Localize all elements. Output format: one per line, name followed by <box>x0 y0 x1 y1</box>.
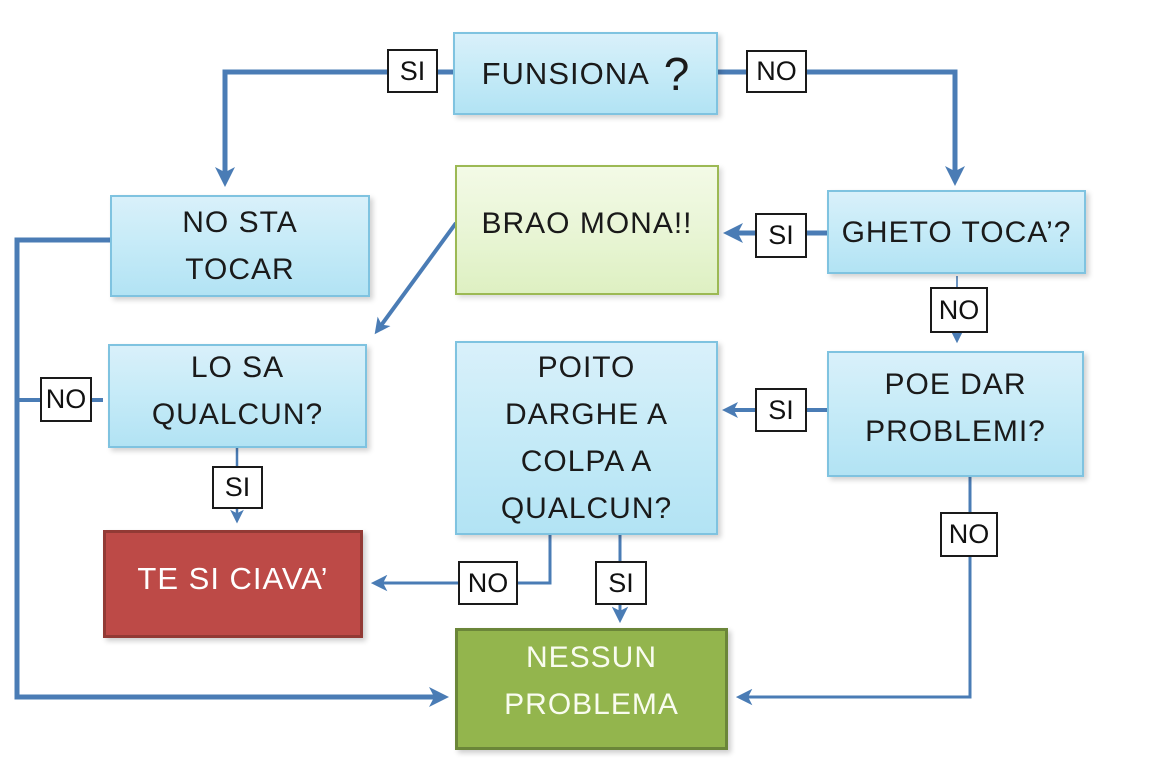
node-te-si-ciava: TE SI CIAVA’ <box>103 530 363 638</box>
node-nessun-problema: NESSUN PROBLEMA <box>455 628 728 750</box>
node-lo-sa-qualcun: LO SA QUALCUN? <box>108 344 367 448</box>
edge-label-poito-si: SI <box>595 561 647 605</box>
connector-poito-no-to-te-si-ciava <box>370 535 552 592</box>
edge-label-poito-no: NO <box>458 561 518 605</box>
node-no-sta-tocar: NO STA TOCAR <box>110 195 370 297</box>
node-nessun-problema-label: NESSUN PROBLEMA <box>504 641 679 721</box>
edge-label-poe-no: NO <box>940 512 998 557</box>
connector-poe-no-to-nessun-problema <box>735 477 972 706</box>
node-no-sta-tocar-label: NO STA TOCAR <box>182 206 298 286</box>
edge-label-poe-si: SI <box>755 388 807 432</box>
node-poe-dar-problemi: POE DAR PROBLEMI? <box>827 351 1084 477</box>
edge-label-funsiona-no: NO <box>746 50 807 93</box>
edge-label-gheto-no: NO <box>930 287 988 333</box>
node-funsiona: FUNSIONA ? <box>453 32 718 115</box>
edge-label-gheto-si: SI <box>755 213 807 258</box>
node-gheto-toca: GHETO TOCA’? <box>827 190 1086 274</box>
node-funsiona-question-mark: ? <box>663 47 690 100</box>
node-poito-darghe: POITO DARGHE A COLPA A QUALCUN? <box>455 341 718 535</box>
edge-label-lo-sa-si: SI <box>212 466 263 509</box>
node-brao-mona: BRAO MONA!! <box>455 165 719 295</box>
connector-diagonal-to-lo-sa-qualcun <box>374 221 458 335</box>
node-funsiona-label: FUNSIONA <box>481 56 650 91</box>
node-poe-dar-problemi-label: POE DAR PROBLEMI? <box>865 368 1046 448</box>
edge-label-funsiona-si: SI <box>387 49 438 93</box>
node-lo-sa-qualcun-label: LO SA QUALCUN? <box>151 351 324 431</box>
node-poito-darghe-label: POITO DARGHE A COLPA A QUALCUN? <box>500 351 673 525</box>
connector-trunk-to-nessun-problema <box>14 237 449 707</box>
edge-label-lo-sa-no: NO <box>40 377 92 422</box>
connector-funsiona-si-to-no-sta-tocar <box>215 69 453 187</box>
node-brao-mona-label: BRAO MONA!! <box>481 206 693 240</box>
node-gheto-toca-label: GHETO TOCA’? <box>841 215 1072 249</box>
node-te-si-ciava-label: TE SI CIAVA’ <box>137 560 329 596</box>
